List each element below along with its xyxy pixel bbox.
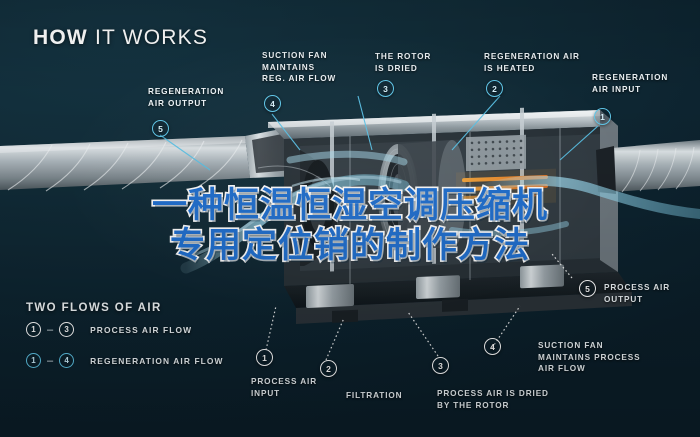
filtration-panel [466, 134, 526, 172]
page-title-light: IT WORKS [94, 26, 209, 49]
callout-marker-3-top[interactable]: 3 [377, 80, 394, 97]
overlay-headline: 一种恒温恒湿空调压缩机 专用定位销的制作方法 [0, 184, 700, 267]
callout-label-regeneration-air-input: REGENERATION AIR INPUT [592, 73, 669, 94]
callout-label-suction-fan-regeneration: SUCTION FAN MAINTAINS REG. AIR FLOW [262, 51, 337, 83]
page-title: HOW IT WORKS [33, 26, 208, 50]
callout-label-suction-fan-process: SUCTION FAN MAINTAINS PROCESS AIR FLOW [538, 341, 641, 373]
callout-marker-5-top[interactable]: 5 [152, 120, 169, 137]
legend-dash-1: – [47, 323, 54, 336]
callout-marker-5-process-output[interactable]: 5 [579, 280, 596, 297]
legend-marker-to-4-blue: 4 [59, 353, 75, 368]
legend-dash-2: – [47, 354, 54, 367]
legend-label-process-air-flow: PROCESS AIR FLOW [90, 324, 193, 335]
callout-marker-1-bottom[interactable]: 1 [256, 349, 273, 366]
callout-marker-1-top[interactable]: 1 [594, 108, 611, 125]
callout-marker-3-bottom[interactable]: 3 [432, 357, 449, 374]
callout-label-filtration: FILTRATION [346, 391, 403, 400]
overlay-headline-line1: 一种恒温恒湿空调压缩机 [150, 184, 548, 227]
regeneration-input-duct [596, 140, 700, 194]
callout-marker-4-bottom[interactable]: 4 [484, 338, 501, 355]
callout-label-process-air-input: PROCESS AIR INPUT [251, 377, 318, 398]
legend-marker-to-3: 3 [59, 322, 75, 337]
callout-label-regeneration-air-output: REGENERATION AIR OUTPUT [148, 87, 225, 108]
legend-row-process-air: 1 – 3 PROCESS AIR FLOW [26, 322, 192, 337]
legend-heading: TWO FLOWS OF AIR [26, 302, 162, 314]
legend-row-regeneration-air: 1 – 4 REGENERATION AIR FLOW [26, 353, 224, 368]
callout-label-process-air-output: PROCESS AIR OUTPUT [604, 283, 671, 304]
callout-marker-2-bottom[interactable]: 2 [320, 360, 337, 377]
callout-label-rotor-is-dried: THE ROTOR IS DRIED [375, 52, 432, 73]
page-title-bold: HOW [33, 26, 88, 49]
regeneration-output-duct [0, 126, 300, 192]
legend-marker-from-1-blue: 1 [26, 353, 41, 368]
callout-marker-2-top[interactable]: 2 [486, 80, 503, 97]
overlay-headline-line2: 专用定位销的制作方法 [168, 224, 530, 267]
callout-label-process-air-dried: PROCESS AIR IS DRIED BY THE ROTOR [437, 389, 549, 410]
legend-label-regeneration-air-flow: REGENERATION AIR FLOW [90, 355, 224, 366]
airflow-ribbons [180, 150, 700, 274]
leader-lines-top [159, 95, 599, 171]
legend-marker-from-1: 1 [26, 322, 41, 337]
callout-label-regeneration-air-heated: REGENERATION AIR IS HEATED [484, 52, 580, 73]
callout-marker-4-top[interactable]: 4 [264, 95, 281, 112]
machine-base-frame [296, 264, 632, 324]
